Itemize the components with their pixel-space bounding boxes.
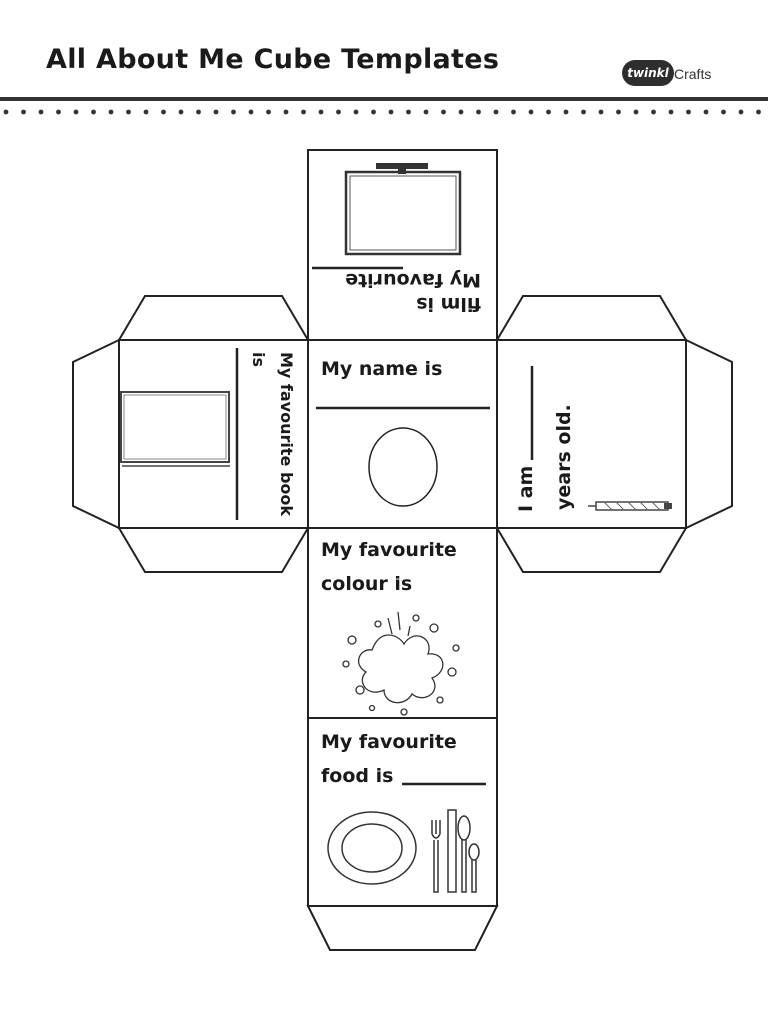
divider-dot bbox=[21, 109, 26, 115]
divider-dot bbox=[686, 109, 691, 115]
divider-dot bbox=[668, 109, 674, 115]
film-face-content: film is My favourite bbox=[312, 163, 481, 315]
age-label-b: years old. bbox=[553, 404, 575, 510]
tab-age-right bbox=[685, 338, 733, 530]
divider-dot bbox=[213, 109, 219, 115]
divider-dot bbox=[56, 109, 61, 115]
name-label: My name is bbox=[321, 358, 442, 380]
age-label-a: I am bbox=[515, 466, 537, 512]
divider-dot bbox=[371, 109, 376, 115]
book-label-line1: My favourite book bbox=[277, 352, 296, 516]
divider-dot bbox=[91, 109, 96, 115]
divider-dot bbox=[738, 109, 744, 115]
book-icon bbox=[120, 391, 230, 467]
divider-dot bbox=[528, 109, 534, 115]
divider-dot bbox=[143, 109, 149, 115]
plate-cutlery-icon bbox=[327, 809, 480, 893]
food-face-content: My favourite food is bbox=[321, 731, 486, 893]
tab-age-top bbox=[495, 295, 688, 341]
brand-label: Crafts bbox=[674, 66, 712, 82]
name-face-content: My name is bbox=[316, 358, 490, 507]
divider-dot bbox=[248, 109, 254, 115]
divider-dot bbox=[563, 109, 569, 115]
divider-dot bbox=[581, 109, 586, 115]
divider-dot bbox=[38, 109, 44, 115]
divider-dot bbox=[301, 109, 306, 115]
divider-dot bbox=[161, 109, 166, 115]
tab-food-bottom bbox=[306, 905, 499, 951]
divider-dot bbox=[283, 109, 289, 115]
tv-icon bbox=[344, 163, 462, 256]
brand: twinkl Crafts bbox=[622, 60, 742, 92]
divider-dot bbox=[598, 109, 604, 115]
divider-dot bbox=[651, 109, 656, 115]
divider-dot bbox=[476, 109, 481, 115]
colour-label-line2: colour is bbox=[321, 573, 412, 595]
tab-age-bottom bbox=[495, 527, 688, 573]
twinkl-logo-icon: twinkl bbox=[622, 60, 674, 86]
book-label-line2: is bbox=[249, 352, 268, 367]
divider-dot bbox=[616, 109, 621, 115]
divider-dot bbox=[108, 109, 114, 115]
divider-dot bbox=[406, 109, 411, 115]
oval-frame-icon bbox=[368, 427, 438, 507]
book-face-content: My favourite book is bbox=[120, 348, 296, 520]
header-dotted-divider bbox=[3, 109, 761, 115]
divider-dot bbox=[493, 109, 499, 115]
candle-icon bbox=[588, 501, 672, 511]
divider-dot bbox=[126, 109, 131, 115]
divider-dot bbox=[703, 109, 709, 115]
colour-face-content: My favourite colour is bbox=[321, 539, 460, 716]
divider-dot bbox=[353, 109, 359, 115]
divider-dot bbox=[546, 109, 551, 115]
tab-book-top bbox=[117, 295, 310, 341]
divider-dot bbox=[318, 109, 324, 115]
divider-dot bbox=[3, 109, 9, 115]
food-label-line1: My favourite bbox=[321, 731, 457, 753]
age-face-content: I am years old. bbox=[515, 366, 672, 512]
film-label-line2: film is bbox=[416, 293, 481, 315]
divider-dot bbox=[336, 109, 341, 115]
divider-dot bbox=[388, 109, 394, 115]
divider-dot bbox=[73, 109, 79, 115]
divider-dot bbox=[756, 109, 761, 115]
page-title: All About Me Cube Templates bbox=[46, 44, 500, 75]
divider-dot bbox=[441, 109, 446, 115]
paint-splat-icon bbox=[342, 611, 460, 716]
food-label-line2: food is bbox=[321, 765, 393, 787]
film-label-line1: My favourite bbox=[345, 269, 481, 291]
divider-dot bbox=[721, 109, 726, 115]
divider-dot bbox=[266, 109, 271, 115]
tab-book-left bbox=[72, 338, 120, 530]
divider-dot bbox=[196, 109, 201, 115]
divider-dot bbox=[458, 109, 464, 115]
divider-dot bbox=[231, 109, 236, 115]
header-rule bbox=[0, 97, 768, 101]
tab-book-bottom bbox=[117, 527, 310, 573]
divider-dot bbox=[633, 109, 639, 115]
divider-dot bbox=[511, 109, 516, 115]
divider-dot bbox=[423, 109, 429, 115]
divider-dot bbox=[178, 109, 184, 115]
colour-label-line1: My favourite bbox=[321, 539, 457, 561]
